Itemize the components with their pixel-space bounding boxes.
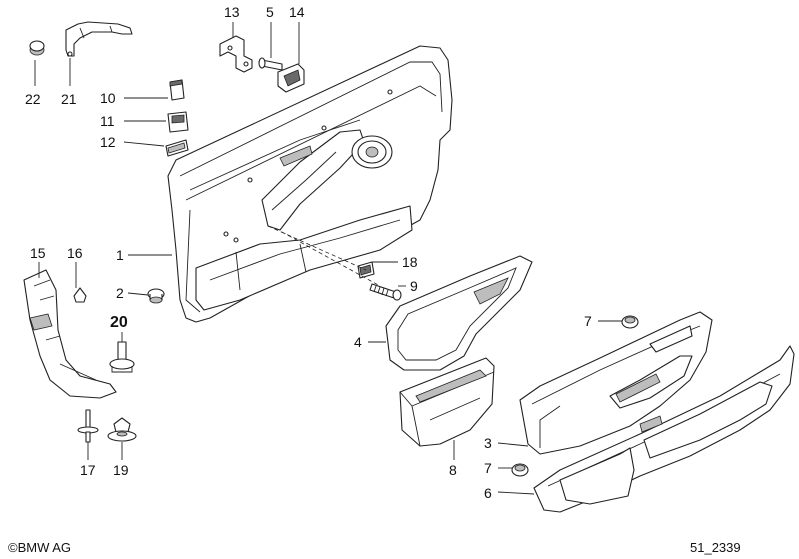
callout-14: 14 [289,4,305,20]
copyright-symbol: © [8,540,18,555]
part-5-pin [258,57,283,71]
callout-5: 5 [266,4,274,20]
part-19-nut [107,417,137,442]
part-16-clip [73,287,87,303]
callout-13: 13 [224,4,240,20]
callout-19: 19 [113,462,129,478]
part-21-bracket [65,21,133,57]
callout-22: 22 [25,91,41,107]
callout-21: 21 [61,91,77,107]
part-3-armrest-trim [519,311,713,455]
callout-6: 6 [484,485,492,501]
callout-11: 11 [100,113,115,129]
callout-20: 20 [110,314,128,331]
callout-7-upper: 7 [584,313,592,329]
callout-10: 10 [100,90,116,106]
callout-9: 9 [410,278,418,294]
callout-16: 16 [67,245,83,261]
part-8-storage-bin [399,357,495,447]
part-14-handle [277,63,305,93]
part-2-clip [147,288,165,304]
part-9-screw [369,283,402,301]
part-7-cap-lower [511,463,529,477]
copyright-footer: ©BMW AG [8,540,71,555]
callout-1: 1 [116,247,124,263]
part-12-cover [165,139,189,157]
callout-18: 18 [402,254,418,270]
part-1-door-panel [167,45,453,323]
part-17-stud [77,409,99,443]
part-11-switch [167,111,189,133]
callout-3: 3 [484,435,492,451]
part-13-bracket [219,35,253,73]
callout-17: 17 [80,462,96,478]
callout-15: 15 [30,245,46,261]
part-15-trim [23,269,117,399]
part-7-cap-upper [621,315,639,329]
callout-2: 2 [116,285,124,301]
brand-name: BMW AG [17,540,72,555]
part-10-clip [169,79,185,101]
part-4-pocket-frame [385,255,533,371]
diagram-code: 51_2339 [690,540,741,555]
callout-12: 12 [100,134,116,150]
part-6-lower-trim [533,345,795,513]
callout-7-lower: 7 [484,460,492,476]
leader-lines [34,22,622,495]
part-22-cap [29,40,45,56]
part-20-fastener [109,341,135,373]
callout-4: 4 [354,334,362,350]
callout-8: 8 [449,462,457,478]
